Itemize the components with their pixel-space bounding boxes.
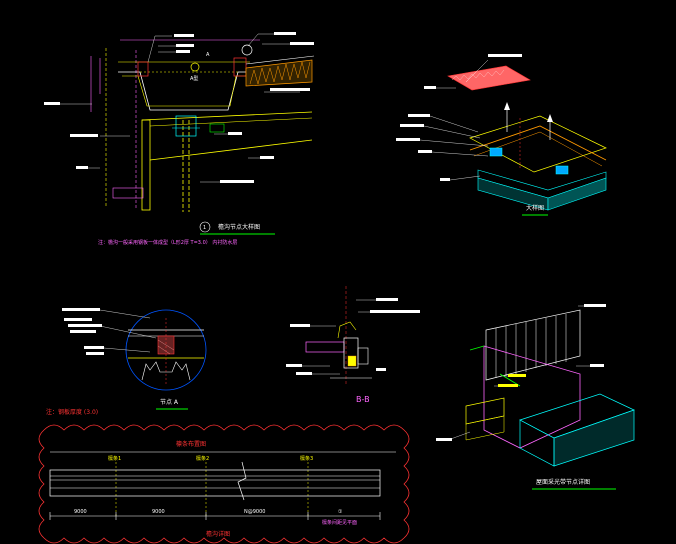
rafter-bottom bbox=[149, 139, 313, 161]
red-note: 注：钢板厚度 (3.0) bbox=[46, 408, 98, 416]
detail-1-caption: 檐沟节点大样图 bbox=[218, 223, 260, 231]
detail-isometric: 大样图 bbox=[396, 54, 607, 216]
box-label-marks bbox=[436, 304, 606, 441]
gutter-profile bbox=[118, 71, 250, 111]
detail-1-tag-a: A bbox=[206, 52, 210, 58]
iso-leaders bbox=[419, 59, 489, 181]
detail-a-leaders bbox=[99, 309, 157, 353]
detail-1-leaders bbox=[60, 33, 300, 183]
sealant-hatch bbox=[157, 345, 171, 355]
box-caption: 屋面采光带节点详图 bbox=[536, 478, 590, 486]
dimension-note: 檩条间距见平面 bbox=[322, 519, 357, 526]
elevation-bottom-caption: 檐沟详图 bbox=[206, 530, 230, 538]
gutter-inner bbox=[122, 75, 246, 107]
detail-1-tag-apt: A型 bbox=[190, 75, 198, 82]
arrow-head bbox=[504, 102, 510, 110]
ridge-line bbox=[469, 125, 607, 161]
dimension-value: 9000 bbox=[152, 509, 165, 515]
corrugations bbox=[495, 314, 567, 378]
detail-number-circle bbox=[199, 221, 211, 233]
base-plate bbox=[555, 165, 569, 175]
roof-insulation-hatch bbox=[249, 61, 311, 85]
cyan-gutter-side bbox=[519, 419, 555, 467]
detail-number: 1 bbox=[203, 225, 206, 231]
hole-symbol bbox=[190, 62, 200, 72]
bb-seal bbox=[347, 355, 357, 367]
bb-beam bbox=[305, 341, 345, 353]
column-base bbox=[112, 187, 144, 199]
pink-frame bbox=[483, 345, 581, 449]
detail-1-note: 注：檐沟一般采用钢板一体成型（L形2厚 T=3.0） 内衬防水层 bbox=[98, 239, 237, 246]
hole-symbol bbox=[241, 44, 253, 56]
base-plate bbox=[489, 147, 503, 157]
detail-1-gutter-section: A A型 1 檐沟节点大样图 注：檐沟一般采用钢板一体成型（L形2厚 T=3.0… bbox=[44, 32, 315, 246]
dimension-ticks bbox=[49, 512, 381, 520]
green-edge bbox=[469, 345, 485, 351]
detail-a-caption: 节点 A bbox=[160, 398, 179, 406]
purlin-marker: 檩条3 bbox=[300, 455, 313, 518]
purlin-marker: 檩条1 bbox=[108, 455, 121, 518]
gutter-elevation-outer bbox=[49, 469, 381, 497]
dimension-value: N@9000 bbox=[244, 509, 265, 515]
gutter-bracket bbox=[137, 61, 149, 77]
dimension-value: ① bbox=[338, 509, 343, 515]
box-leaders bbox=[447, 305, 596, 441]
roof-insulation-panel bbox=[245, 59, 313, 87]
gutter-bracket bbox=[233, 57, 247, 77]
roof-plane bbox=[469, 115, 607, 173]
bb-plate bbox=[357, 347, 369, 365]
iso-caption: 大样图 bbox=[526, 204, 544, 212]
detail-bb: B-B bbox=[286, 286, 420, 404]
base-beam-end bbox=[547, 177, 607, 211]
detail-1-label-marks bbox=[44, 32, 314, 183]
detail-a-label-marks bbox=[62, 308, 104, 355]
rafter-top bbox=[141, 111, 313, 121]
yellow-bracket-side bbox=[465, 415, 505, 441]
purlin-marker-label: 檩条2 bbox=[196, 455, 209, 462]
purlin-marker-label: 檩条3 bbox=[300, 455, 313, 462]
purlin-marker-label: 檩条1 bbox=[108, 455, 121, 462]
bb-caption: B-B bbox=[356, 395, 370, 404]
iso-label-marks bbox=[396, 54, 522, 181]
bb-flashing bbox=[337, 321, 357, 339]
elevation-top-caption: 檩条布置图 bbox=[176, 440, 206, 448]
elevation: 注：钢板厚度 (3.0) 檩条布置图 檩条1 檩条2 檩条3 bbox=[38, 408, 410, 544]
detail-a: 节点 A bbox=[62, 308, 207, 410]
roof-sheet-top bbox=[245, 55, 315, 65]
sealant-hatch bbox=[157, 339, 175, 351]
arrow-head bbox=[547, 114, 553, 122]
stiffener-plate bbox=[209, 123, 225, 133]
corrugated-panel bbox=[485, 309, 581, 381]
purlin-marker: 檩条2 bbox=[196, 455, 209, 518]
revision-cloud bbox=[38, 424, 410, 544]
haunch-plate bbox=[175, 115, 197, 137]
detail-box: 屋面采光带节点详图 bbox=[436, 304, 635, 490]
ridge-cap-pattern bbox=[451, 69, 505, 81]
break-line bbox=[237, 461, 247, 501]
dimension-value: 9000 bbox=[74, 509, 87, 515]
cyan-gutter-body bbox=[553, 409, 635, 467]
bb-label-marks bbox=[286, 298, 420, 375]
rafter-flange bbox=[149, 117, 313, 127]
ridge-cap-plate bbox=[447, 65, 531, 91]
